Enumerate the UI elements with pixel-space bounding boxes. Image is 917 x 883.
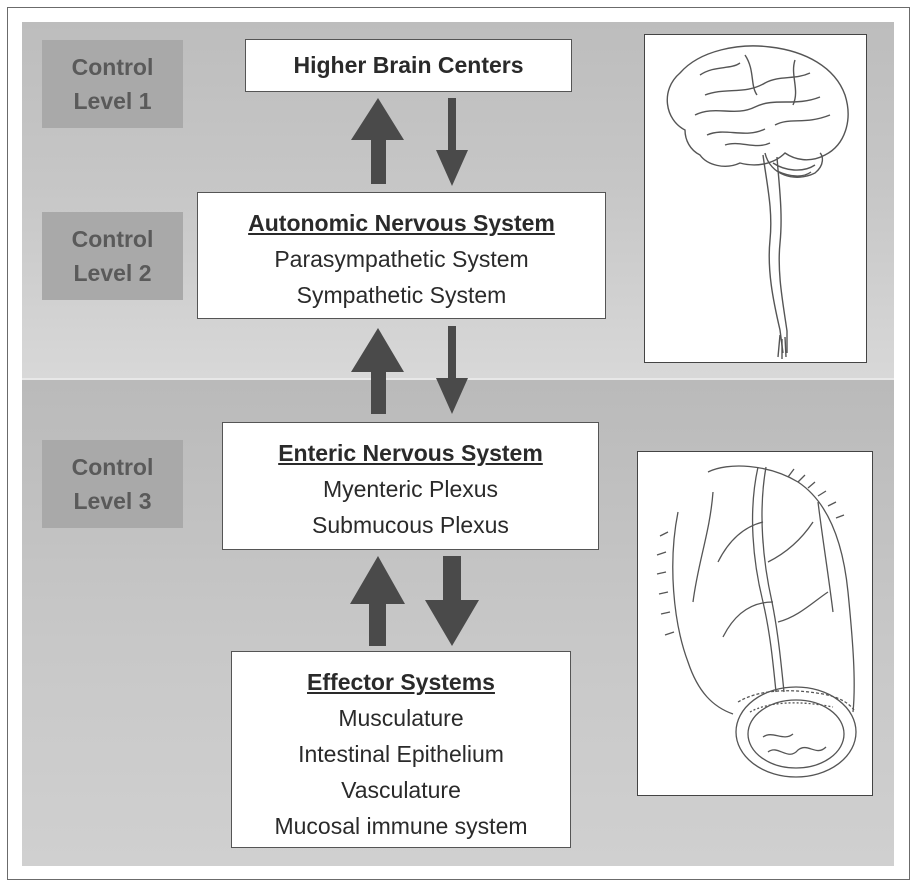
brain-figure	[644, 34, 867, 363]
down-arrow-icon	[425, 556, 479, 646]
up-arrow-icon	[350, 556, 405, 646]
brain-spinal-cord-icon	[645, 35, 866, 362]
down-arrow-icon	[436, 98, 468, 186]
up-arrow-icon	[351, 98, 404, 184]
intestine-figure	[637, 451, 873, 796]
up-arrow-icon	[351, 328, 404, 414]
intestine-cross-section-icon	[638, 452, 872, 795]
down-arrow-icon	[436, 326, 468, 414]
